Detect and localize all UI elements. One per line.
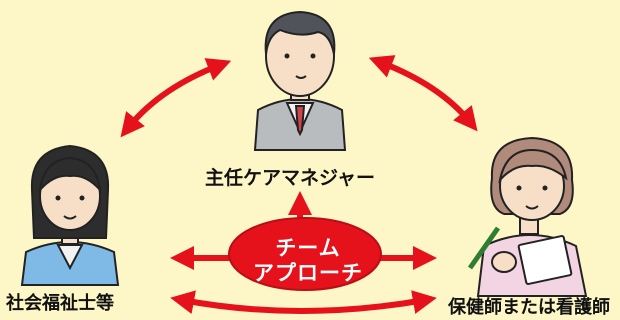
arrow-manager-nurse [368,55,478,132]
social-worker-label: 社会福祉士等 [6,293,114,314]
center-label-line1: チーム [275,236,341,260]
center-ellipse [228,217,382,291]
arrows [120,55,478,314]
social-worker-figure [20,144,120,286]
center-label-line2: アプローチ [253,261,363,285]
arrow-manager-social [120,58,232,138]
manager-label: 主任ケアマネジャー [205,167,376,189]
manager-figure [253,10,347,151]
nurse-label: 保健師または看護師 [448,297,610,318]
arrow-bottom-social-nurse [170,290,437,314]
nurse-figure [467,136,588,297]
